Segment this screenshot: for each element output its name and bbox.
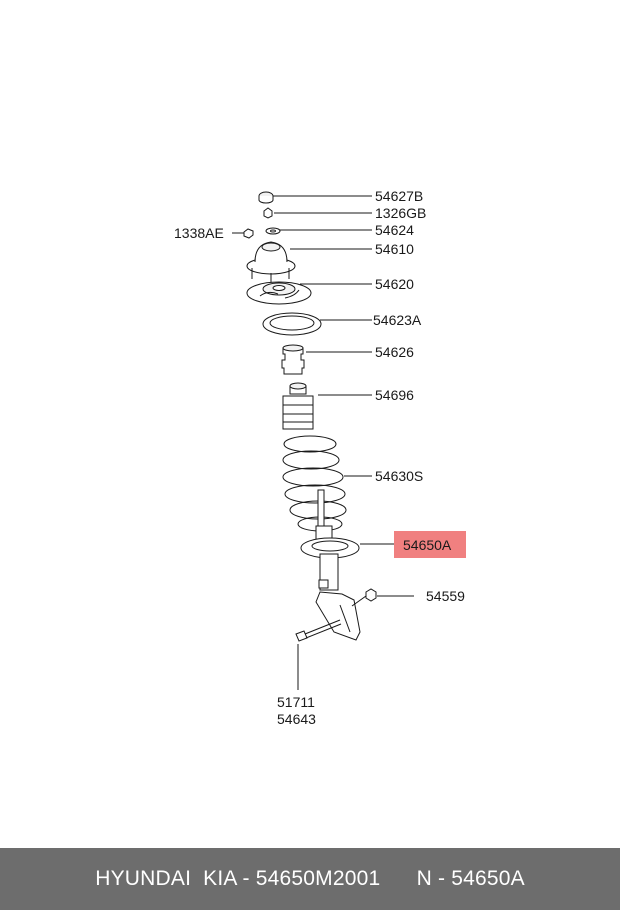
footer-brand-part-number: HYUNDAI KIA - 54650M2001	[95, 867, 381, 890]
footer-spacer	[380, 867, 416, 891]
part-54610-insulator	[246, 241, 296, 282]
footer-bar: HYUNDAI KIA - 54650M2001 N - 54650A	[0, 848, 620, 910]
part-54650a-strut	[300, 489, 361, 641]
label-54630s[interactable]: 54630S	[375, 468, 423, 484]
part-51711-bolt	[295, 619, 342, 642]
leader-lines	[232, 195, 414, 690]
label-54627b[interactable]: 54627B	[375, 188, 423, 204]
strut-assembly-diagram: 54627B 1326GB 54624 1338AE 54610 54620 5…	[174, 188, 466, 727]
label-54626[interactable]: 54626	[375, 344, 414, 360]
label-54643[interactable]: 54643	[277, 711, 316, 727]
label-54623a[interactable]: 54623A	[373, 312, 422, 328]
part-1338ae-nut	[243, 228, 254, 239]
part-54696-dust-cover	[282, 382, 314, 430]
part-54624-washer	[265, 227, 281, 235]
part-labels: 54627B 1326GB 54624 1338AE 54610 54620 5…	[174, 188, 465, 727]
label-1338ae[interactable]: 1338AE	[174, 225, 224, 241]
label-51711[interactable]: 51711	[277, 694, 315, 710]
label-54610[interactable]: 54610	[375, 241, 414, 257]
part-54626-bumper	[281, 344, 305, 375]
part-highlight	[394, 531, 466, 558]
part-1326gb-nut	[263, 207, 273, 219]
footer-diagram-number: N - 54650A	[416, 867, 525, 890]
part-54630s-spring	[282, 435, 347, 532]
label-54620[interactable]: 54620	[375, 276, 414, 292]
label-1326gb[interactable]: 1326GB	[375, 205, 426, 221]
part-54620-bearing	[246, 281, 312, 305]
label-54624[interactable]: 54624	[375, 222, 414, 238]
label-54650a[interactable]: 54650A	[403, 537, 452, 553]
part-54627b-cap	[258, 191, 274, 204]
part-54559-nut	[351, 588, 377, 607]
label-54559[interactable]: 54559	[426, 588, 465, 604]
label-54696[interactable]: 54696	[375, 387, 414, 403]
part-54623a-pad	[262, 312, 322, 336]
